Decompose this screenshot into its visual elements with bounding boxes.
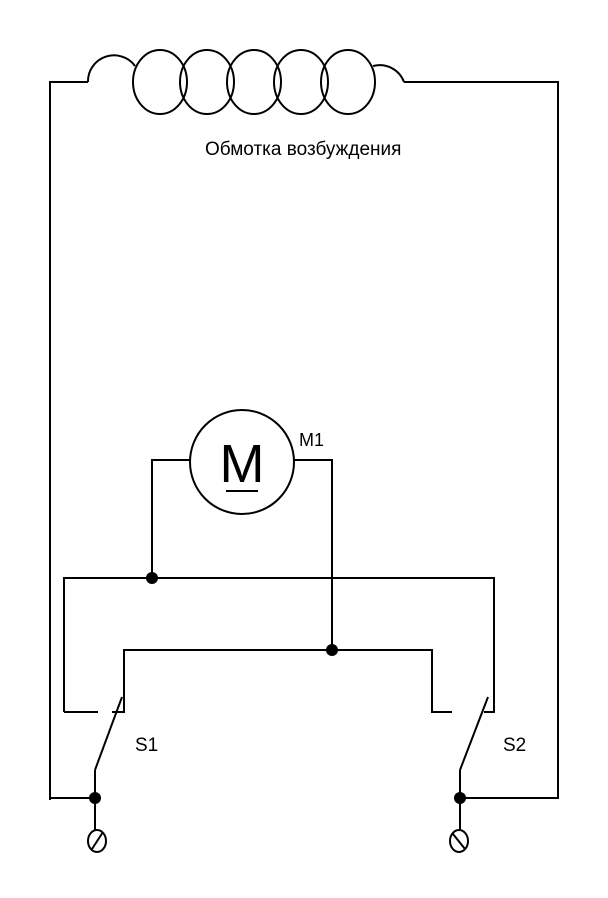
s2-terminal — [449, 829, 469, 853]
coil-turn-4 — [273, 49, 329, 115]
motor-symbol: M — [220, 434, 265, 494]
junction-dot-lower — [326, 644, 338, 656]
field-winding — [49, 49, 559, 800]
s2-terminal-slash — [452, 833, 466, 850]
switch-s2 — [449, 696, 489, 853]
lower-bus — [112, 649, 452, 713]
s1-blade — [94, 696, 123, 771]
junction-dot-upper — [146, 572, 158, 584]
motor-lead-right — [294, 459, 333, 650]
s1-terminal — [87, 829, 107, 853]
s1-terminal-slash — [91, 831, 104, 850]
coil-turn-2 — [179, 49, 235, 115]
motor-label: M1 — [299, 430, 324, 450]
switch1-label: S1 — [135, 735, 158, 756]
coil-end-arc — [372, 64, 405, 83]
coil-lead-left — [49, 81, 88, 800]
coil-label: Обмотка возбуждения — [205, 139, 401, 160]
upper-bus — [63, 577, 495, 713]
coil-lead-right — [404, 81, 559, 799]
motor-circle — [189, 409, 295, 515]
s2-blade — [459, 696, 489, 771]
coil-turn-5 — [320, 49, 376, 115]
motor-m1: M — [189, 409, 295, 515]
switch2-label: S2 — [503, 735, 526, 756]
motor-lead-left — [151, 459, 190, 578]
coil-start-arc — [86, 54, 136, 83]
s2-junction-dot — [454, 792, 466, 804]
coil-turn-1 — [132, 49, 188, 115]
coil-turn-3 — [226, 49, 282, 115]
switch-s1 — [50, 696, 123, 853]
